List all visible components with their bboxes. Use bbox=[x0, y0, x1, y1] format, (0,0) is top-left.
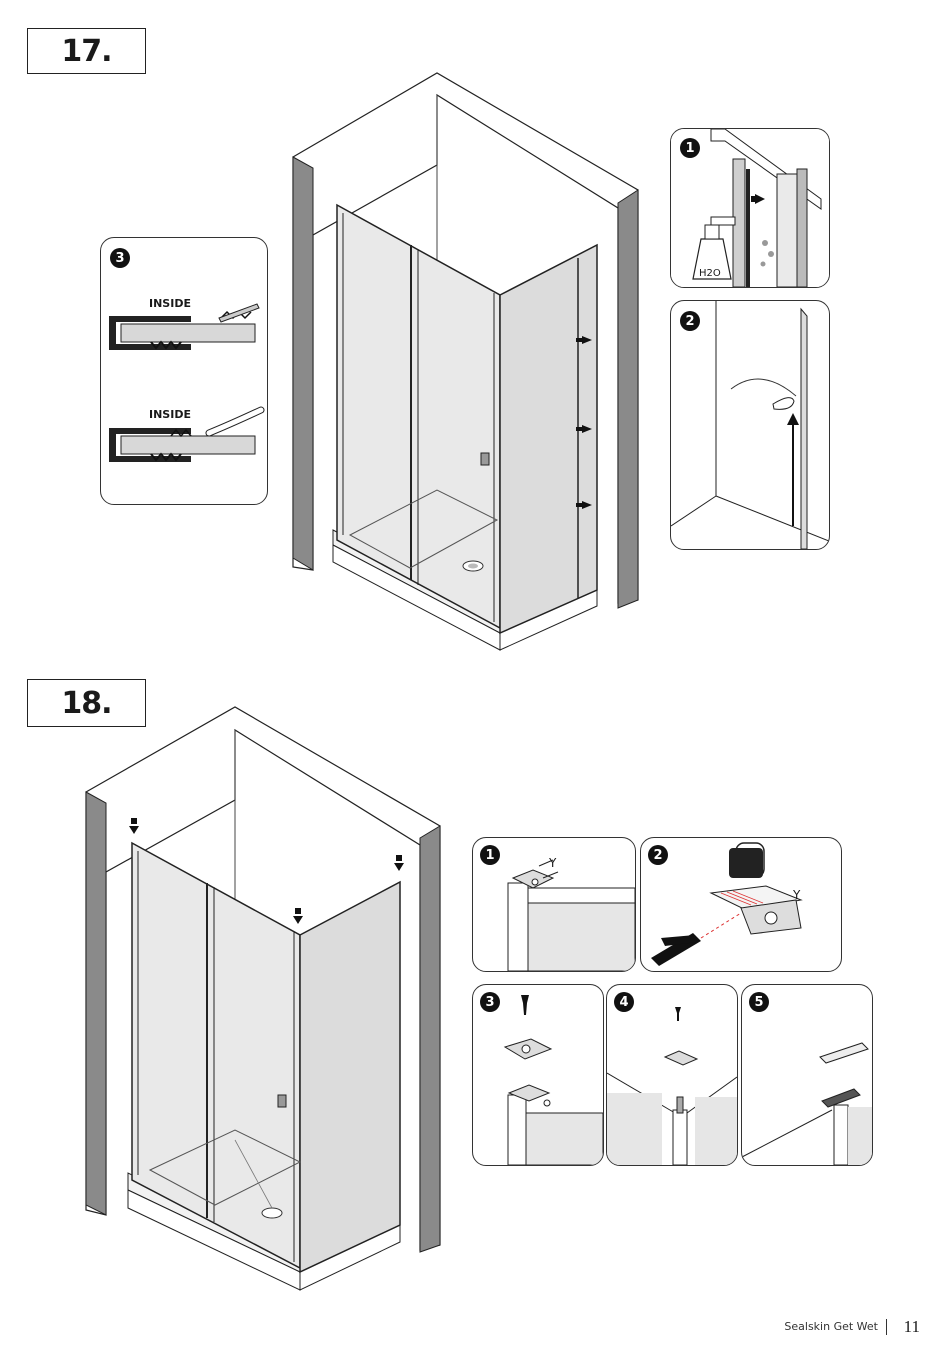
detail-badge-18-3: 3 bbox=[480, 992, 500, 1012]
step-18-detail-5: 5 bbox=[741, 984, 873, 1166]
footer-separator bbox=[886, 1319, 887, 1335]
detail-badge-18-4: 4 bbox=[614, 992, 634, 1012]
step-18-detail-4: 4 bbox=[606, 984, 738, 1166]
dimension-label-1: Y bbox=[549, 856, 556, 870]
detail-badge-18-2: 2 bbox=[648, 845, 668, 865]
step-18-detail-2: 2 Y bbox=[640, 837, 842, 972]
step-18-detail-1: 1 Y bbox=[472, 837, 636, 972]
footer-brand: Sealskin Get Wet bbox=[784, 1320, 878, 1333]
detail-badge-18-5: 5 bbox=[749, 992, 769, 1012]
page-number: 11 bbox=[904, 1317, 920, 1337]
detail-badge-18-1: 1 bbox=[480, 845, 500, 865]
dimension-label-2: Y bbox=[793, 888, 800, 902]
step-18-detail-3: 3 bbox=[472, 984, 604, 1166]
